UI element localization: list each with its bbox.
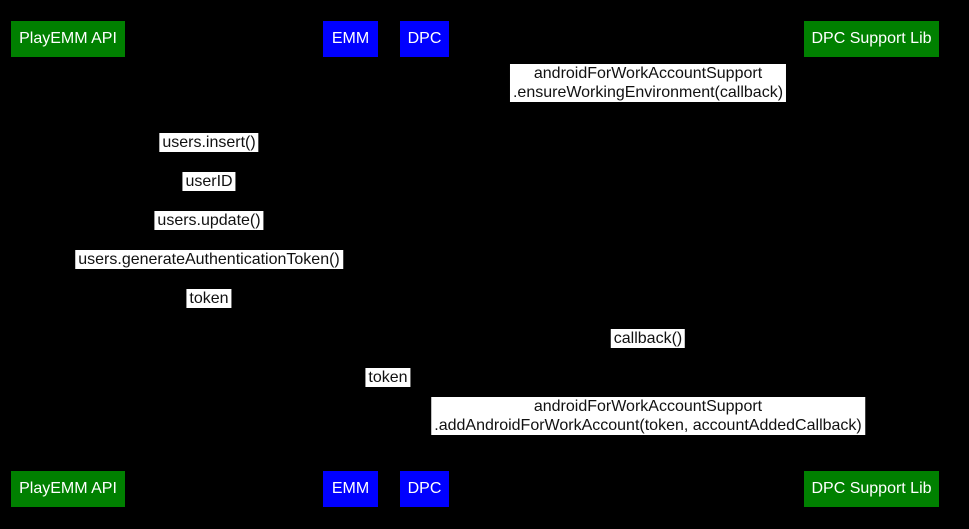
lifeline-emm	[350, 57, 351, 471]
message-line: androidForWorkAccountSupport	[533, 65, 763, 82]
actor-dpc-support-lib-top: DPC Support Lib	[804, 21, 939, 57]
message-add-android-for-work-account: androidForWorkAccountSupport .addAndroid…	[431, 397, 865, 435]
lifeline-dpc-support-lib	[871, 57, 872, 471]
message-token-to-dpc: token	[365, 368, 411, 387]
message-users-insert: users.insert()	[159, 133, 259, 152]
message-user-id: userID	[182, 172, 236, 191]
actor-emm-bottom: EMM	[323, 471, 378, 507]
message-token-to-emm: token	[186, 289, 232, 308]
message-users-update: users.update()	[154, 211, 264, 230]
message-line: androidForWorkAccountSupport	[533, 398, 763, 415]
actor-dpc-support-lib-bottom: DPC Support Lib	[804, 471, 939, 507]
lifeline-dpc	[424, 57, 425, 471]
actor-playemm-api-bottom: PlayEMM API	[11, 471, 125, 507]
actor-playemm-api-top: PlayEMM API	[11, 21, 125, 57]
actor-emm-top: EMM	[323, 21, 378, 57]
message-line: .addAndroidForWorkAccount(token, account…	[434, 417, 862, 434]
message-callback: callback()	[610, 329, 686, 348]
lifeline-playemm-api	[67, 57, 68, 471]
message-generate-authentication-token: users.generateAuthenticationToken()	[75, 250, 343, 269]
actor-dpc-bottom: DPC	[400, 471, 449, 507]
message-ensure-working-environment: androidForWorkAccountSupport .ensureWork…	[509, 64, 787, 102]
message-line: .ensureWorkingEnvironment(callback)	[512, 84, 784, 101]
actor-dpc-top: DPC	[400, 21, 449, 57]
